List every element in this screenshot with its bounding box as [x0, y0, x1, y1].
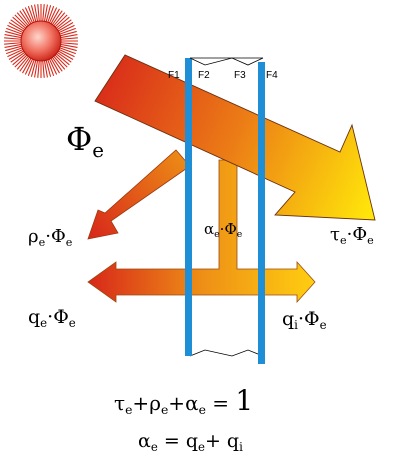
face-label-f4: F4: [266, 70, 278, 81]
transmitted-flux-label: τe·Φe: [330, 224, 374, 245]
absorbed-split-equation: αe = qe+ qi: [138, 430, 243, 452]
glass-sheet-inner: [258, 62, 265, 364]
sun-ray: [61, 38, 78, 39]
sun-disc: [21, 21, 61, 61]
face-label-f3: F3: [234, 70, 246, 81]
incident-flux-label: Φe: [66, 120, 104, 158]
sun-icon: [4, 4, 78, 78]
sun-ray: [38, 61, 39, 78]
glass-sheet-outer: [185, 58, 192, 356]
sun-ray: [4, 38, 21, 39]
sun-ray: [38, 4, 39, 21]
outward-heat-label: qe·Φe: [28, 306, 76, 328]
absorbed-flux-label: αe·Φe: [204, 220, 242, 238]
face-label-f1: F1: [168, 70, 180, 81]
face-label-f2: F2: [198, 70, 210, 81]
inward-heat-label: qi·Φe: [282, 308, 327, 330]
energy-balance-equation: τe+ρe+αe = 1: [114, 384, 253, 417]
reflected-arrow: [88, 150, 190, 239]
sun-ray: [43, 4, 44, 21]
sun-ray: [43, 61, 44, 78]
sun-ray: [4, 43, 21, 44]
reflected-flux-label: ρe·Φe: [28, 226, 72, 247]
sun-ray: [61, 43, 78, 44]
